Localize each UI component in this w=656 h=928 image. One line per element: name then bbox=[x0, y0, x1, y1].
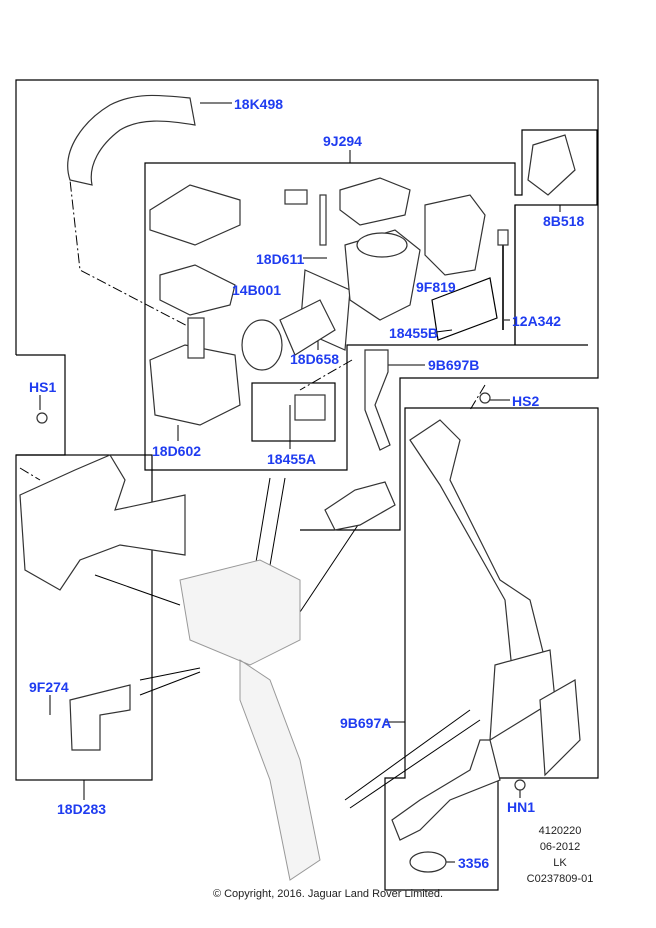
part-pump-8b518 bbox=[527, 134, 576, 196]
part-bracket-18d283 bbox=[19, 454, 186, 591]
label-18455a: 18455A bbox=[267, 451, 317, 467]
part-connector bbox=[324, 481, 396, 531]
part-nut-hn1 bbox=[514, 779, 526, 791]
part-heat-shield-hs2 bbox=[539, 679, 581, 777]
label-14b001: 14B001 bbox=[232, 282, 282, 298]
copyright: © Copyright, 2016. Jaguar Land Rover Lim… bbox=[212, 888, 444, 900]
meta-author: LK bbox=[553, 857, 567, 869]
label-9b697a: 9B697A bbox=[340, 715, 392, 731]
part-heater-unit-18d602 bbox=[149, 317, 241, 426]
label-9f819: 9F819 bbox=[416, 279, 456, 295]
label-hs1: HS1 bbox=[29, 379, 57, 395]
frame-9b697a bbox=[384, 407, 599, 891]
routing-line-1 bbox=[69, 99, 196, 331]
part-seal bbox=[241, 319, 283, 371]
part-hose-18k498 bbox=[67, 94, 196, 186]
meta-code: C0237809-01 bbox=[526, 873, 594, 885]
label-18d611: 18D611 bbox=[256, 251, 305, 267]
routing-line-2 bbox=[19, 359, 486, 481]
part-exhaust-9b697a bbox=[409, 419, 546, 702]
label-9f274: 9F274 bbox=[29, 679, 69, 695]
label-8b518: 8B518 bbox=[543, 213, 585, 229]
outer-frame bbox=[15, 79, 599, 531]
part-harness-18455a bbox=[294, 394, 326, 421]
label-9b697b: 9B697B bbox=[428, 357, 480, 373]
meta-ref: 4120220 bbox=[538, 825, 582, 837]
part-bracket-9f274 bbox=[69, 684, 131, 751]
part-tailpipe bbox=[391, 739, 501, 841]
label-9j294: 9J294 bbox=[323, 133, 362, 149]
part-sensor-18d611 bbox=[319, 194, 327, 246]
part-screw-hs1 bbox=[36, 412, 48, 424]
part-heater-assembly-ghost bbox=[179, 559, 321, 881]
part-duct-18d658 bbox=[279, 269, 351, 356]
label-hs2: HS2 bbox=[512, 393, 540, 409]
part-screw-hs2 bbox=[479, 392, 491, 404]
part-hose-9b697b bbox=[364, 349, 391, 451]
part-sensor-12a342 bbox=[497, 229, 509, 246]
label-12a342: 12A342 bbox=[512, 313, 562, 329]
frame-18455b bbox=[431, 277, 498, 341]
label-3356: 3356 bbox=[458, 855, 490, 871]
label-18k498: 18K498 bbox=[234, 96, 284, 112]
label-18d602: 18D602 bbox=[152, 443, 202, 459]
part-housing-9f819 bbox=[339, 177, 486, 321]
part-grommet-3356 bbox=[409, 851, 447, 873]
part-heater-housing-14b001 bbox=[149, 184, 241, 316]
frame-18455a bbox=[251, 382, 336, 442]
label-18d658: 18D658 bbox=[290, 351, 340, 367]
meta-date: 06-2012 bbox=[539, 841, 581, 853]
label-18d283: 18D283 bbox=[57, 801, 107, 817]
frame-9j294 bbox=[144, 129, 598, 471]
label-18455b: 18455B bbox=[389, 325, 439, 341]
label-hn1: HN1 bbox=[507, 799, 536, 815]
